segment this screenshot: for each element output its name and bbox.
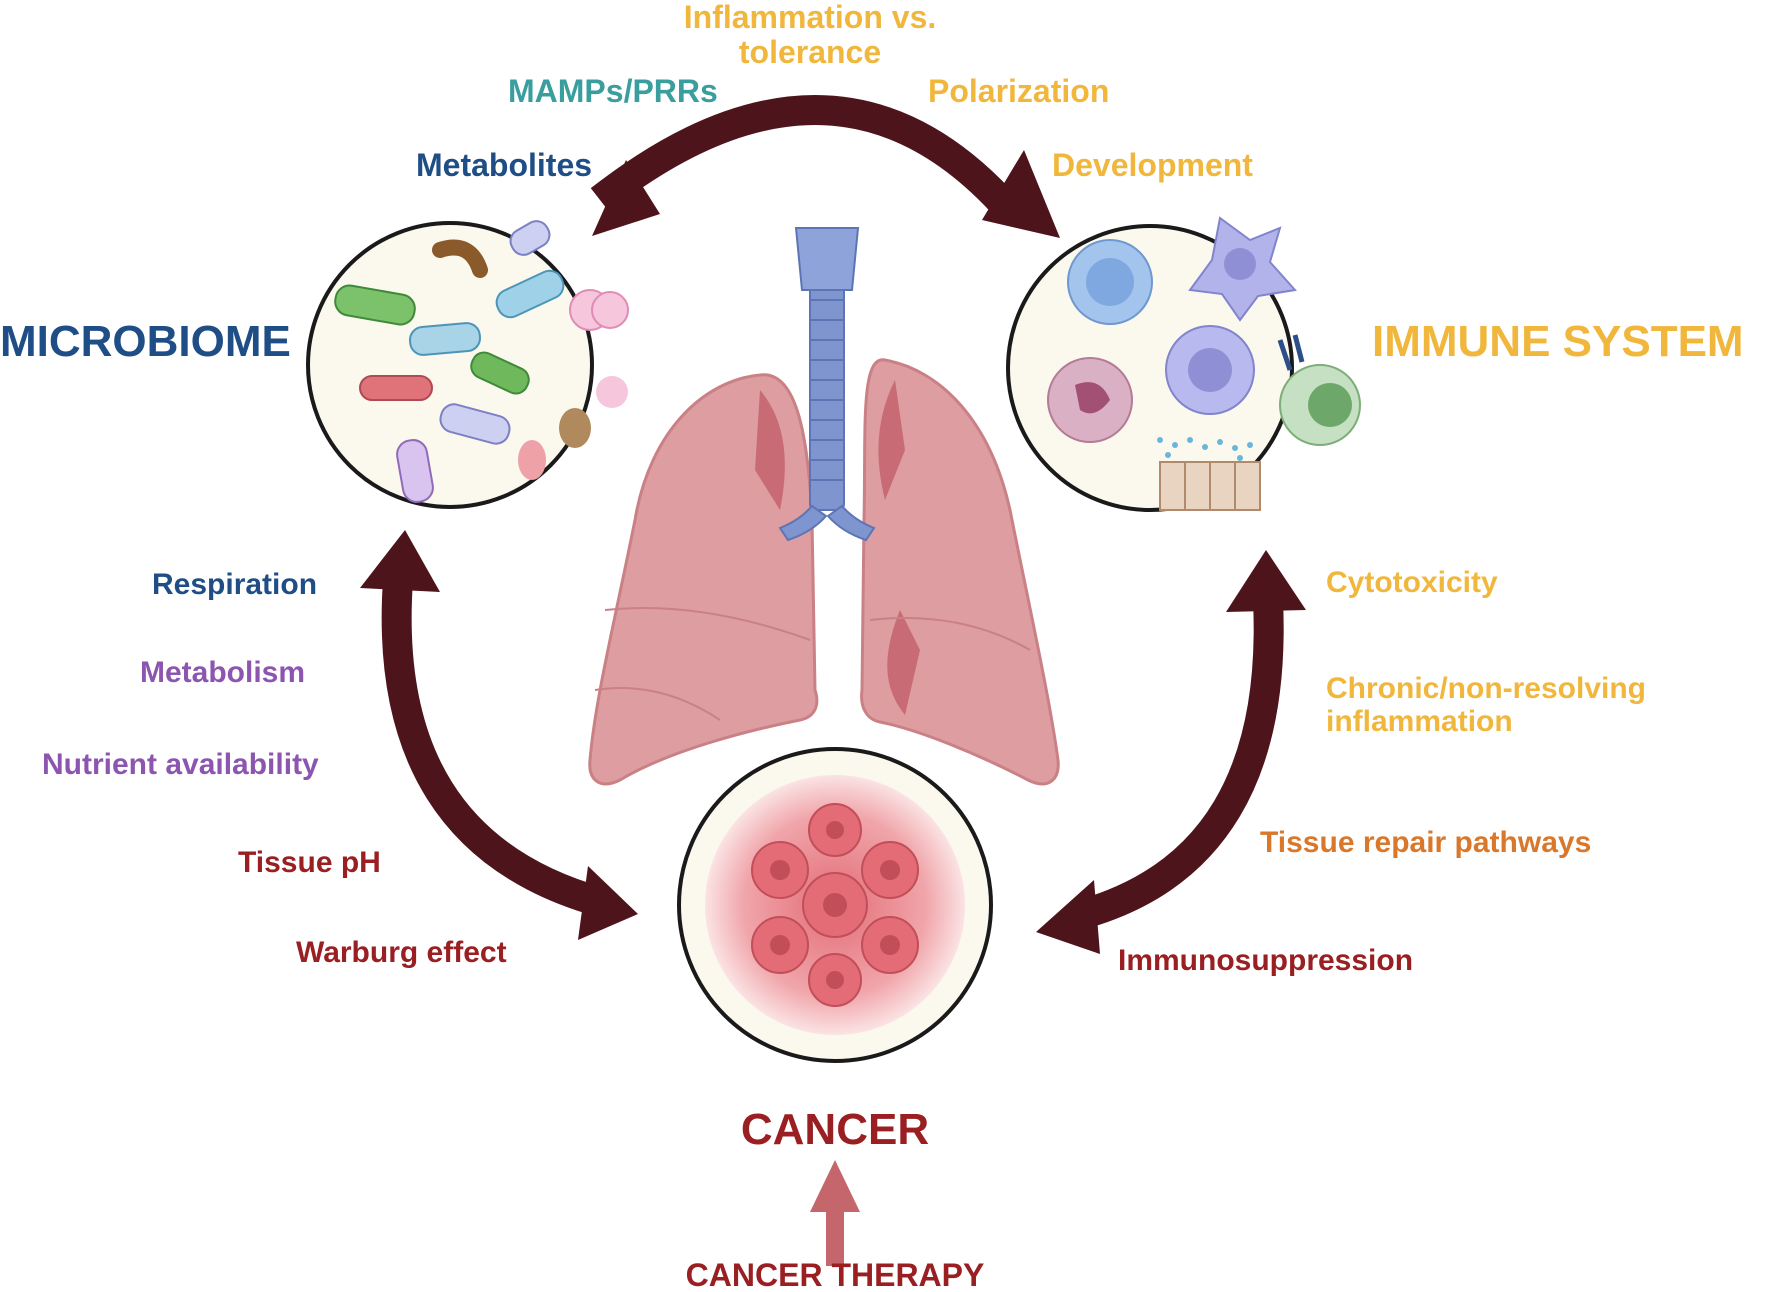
node-immune-system-title: IMMUNE SYSTEM <box>1372 317 1744 366</box>
node-cancer-therapy-title: CANCER THERAPY <box>685 1257 985 1292</box>
label-respiration: Respiration <box>152 568 318 601</box>
microbiome-circle <box>306 220 629 509</box>
node-cancer-title: CANCER <box>740 1105 930 1154</box>
top-bidirectional-arrow <box>590 95 1060 238</box>
lungs-illustration <box>588 227 1060 786</box>
label-polarization: Polarization <box>928 73 1110 109</box>
right-bidirectional-arrow <box>1036 550 1306 954</box>
label-immunosuppression: Immunosuppression <box>1118 944 1414 977</box>
label-development: Development <box>1052 147 1253 183</box>
label-inflammation-vs-tolerance: Inflammation vs. tolerance <box>683 0 937 71</box>
label-warburg-effect: Warburg effect <box>296 936 507 969</box>
cancer-circle <box>677 747 993 1063</box>
label-metabolites: Metabolites <box>416 147 593 183</box>
label-chronic-inflammation: Chronic/non-resolving inflammation <box>1326 672 1647 738</box>
label-nutrient-availability: Nutrient availability <box>42 748 319 781</box>
node-microbiome-title: MICROBIOME <box>0 317 291 366</box>
label-tissue-repair-pathways: Tissue repair pathways <box>1260 826 1592 859</box>
label-metabolism: Metabolism <box>140 656 306 689</box>
label-tissue-ph: Tissue pH <box>238 846 381 879</box>
left-bidirectional-arrow <box>360 530 638 940</box>
therapy-arrow <box>810 1160 860 1266</box>
immune-circle <box>1006 216 1361 512</box>
label-cytotoxicity: Cytotoxicity <box>1326 566 1498 599</box>
label-mamps-prrs: MAMPs/PRRs <box>508 73 718 109</box>
